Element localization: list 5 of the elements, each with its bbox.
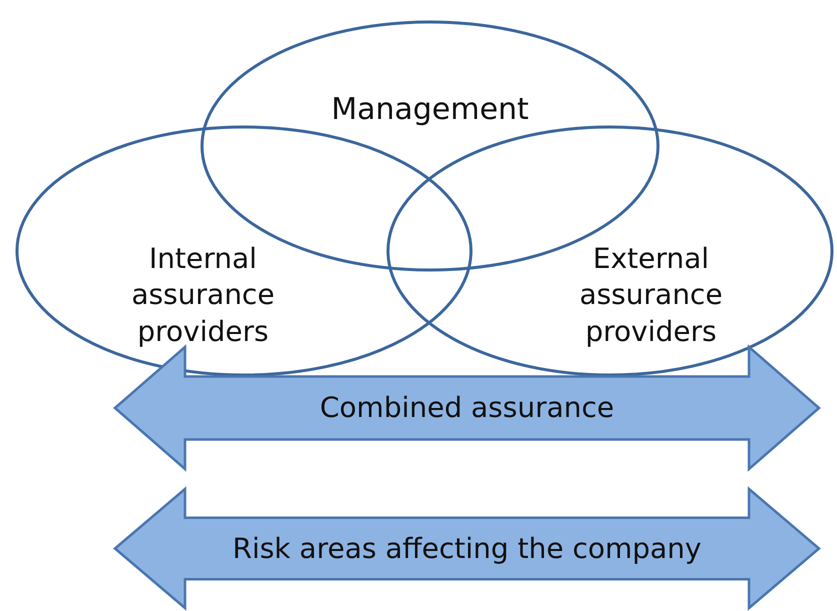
- node-label: Combined assurance: [318, 390, 616, 426]
- node-label: Management: [330, 91, 530, 129]
- node-label: Risk areas affecting the company: [231, 530, 702, 566]
- node-label: External assurance providers: [578, 241, 724, 350]
- node-label: Internal assurance providers: [130, 241, 276, 350]
